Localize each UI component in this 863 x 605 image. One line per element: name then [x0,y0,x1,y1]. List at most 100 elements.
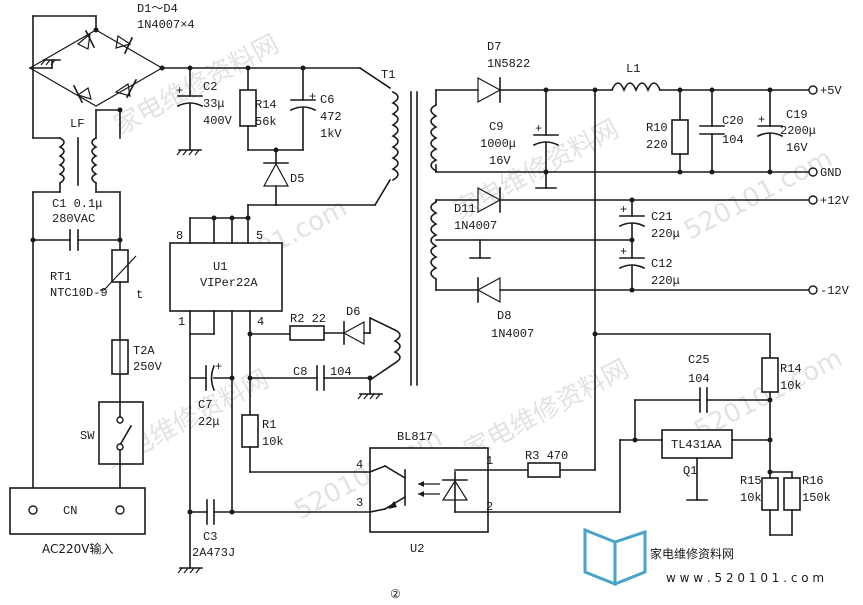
c3-value: 2A473J [192,546,235,560]
d6-label: D6 [346,305,360,319]
c8-value: 104 [330,365,352,379]
transformer-t1 [368,90,438,386]
d7-label: D7 [487,40,501,54]
out-gnd-label: GND [820,166,842,180]
svg-text:+: + [620,245,627,259]
rt1-t-mark: t [136,288,143,302]
u2-label: U2 [410,542,424,556]
u1-pin4: 4 [257,315,264,329]
bridge-rectifier [28,27,165,113]
r14-snubber-resistor [239,67,304,151]
c25-label: C25 [688,353,710,367]
c1-capacitor [30,229,123,251]
bl817-label: BL817 [397,430,433,444]
c6-value: 472 [320,110,342,124]
r2-label: R2 22 [290,312,326,326]
watermark-url: 520101.com [679,143,837,246]
aux-supply: + [189,310,383,513]
optocoupler-bl817 [368,447,489,533]
cn-label: CN [63,504,77,518]
lf-choke [32,109,121,193]
secondary-5v: + + [435,76,818,471]
feedback-primary [177,377,371,574]
r1-value: 10k [262,435,284,449]
c20-label: C20 [722,114,744,128]
secondary-12v: + + [435,186,818,304]
d8-part: 1N4007 [491,327,534,341]
c2-voltage: 400V [203,114,233,128]
c2-capacitor: + [176,67,204,156]
c6-capacitor: + [289,67,316,151]
power-switch [98,401,144,506]
c2-label: C2 [203,80,217,94]
t1-label: T1 [381,68,395,82]
r14a-value: 56k [255,115,277,129]
c3-label: C3 [203,530,217,544]
opto-pin3: 3 [356,496,363,510]
out-12v-label: +12V [820,194,850,208]
out-5v-label: +5V [820,84,842,98]
rt1-thermistor [100,249,137,341]
out-m12v-label: -12V [820,284,850,298]
c7-label: C7 [198,398,212,412]
logo-book-icon [583,527,647,587]
rt1-part: NTC10D-9 [50,286,108,300]
switch-label: SW [80,429,95,443]
tl431-label: TL431AA [671,438,722,452]
fuse-rating: 250V [133,360,163,374]
r1-label: R1 [262,418,276,432]
d1-d4-part: 1N4007×4 [137,18,195,32]
c12-value: 220μ [651,274,680,288]
c19-label: C19 [786,108,808,122]
cn-connector [9,487,146,535]
c6-voltage: 1kV [320,127,342,141]
c19-voltage: 16V [786,141,808,155]
u1-label: U1 [213,260,227,274]
r14a-label: R14 [255,98,277,112]
d11-label: D11 [454,202,476,216]
opto-pin2: 2 [486,500,493,514]
lf-label: LF [70,117,84,131]
r10-label: R10 [646,121,668,135]
watermark-logo: 家电维修资料网 w w w . 5 2 0 1 0 1 . c o m [583,527,824,587]
c19-value: 2200μ [780,124,816,138]
r15-value: 10k [740,491,762,505]
d7-part: 1N5822 [487,57,530,71]
svg-text:+: + [620,203,627,217]
c20-value: 104 [722,133,744,147]
c1-value: 280VAC [52,212,95,226]
c2-value: 33μ [203,97,225,111]
svg-text:+: + [215,360,222,374]
c8-label: C8 [293,365,307,379]
r14b-value: 10k [780,379,802,393]
logo-text: 家电维修资料网 [650,546,734,561]
c21-value: 220μ [651,227,680,241]
c9-value: 1000μ [480,137,516,151]
fuse-t2a [111,339,129,403]
ac-input-section: D1～D4 1N4007×4 LF C1 0.1μ 280VAC [9,2,195,556]
primary-section: + C2 33μ 400V R14 56k + C6 472 1kV [161,65,392,207]
r16-label: R16 [802,474,824,488]
r10-value: 220 [646,138,668,152]
secondary-feedback [487,331,801,536]
c1-label: C1 0.1μ [52,197,102,211]
c9-label: C9 [489,120,503,134]
svg-text:+: + [309,90,316,104]
c12-label: C12 [651,257,673,271]
l1-label: L1 [626,62,640,76]
r3-label: R3 470 [525,449,568,463]
c6-label: C6 [320,93,334,107]
r15-label: R15 [740,474,762,488]
c9-voltage: 16V [489,154,511,168]
c7-value: 22μ [198,415,220,429]
svg-text:+: + [758,113,765,127]
opto-pin4: 4 [356,458,363,472]
r14b-label: R14 [780,362,802,376]
d5-diode [247,147,392,207]
u1-pin8: 8 [176,229,183,243]
q1-label: Q1 [683,464,697,478]
c25-value: 104 [688,372,710,386]
rt1-label: RT1 [50,270,72,284]
u1-part: VIPer22A [200,276,258,290]
